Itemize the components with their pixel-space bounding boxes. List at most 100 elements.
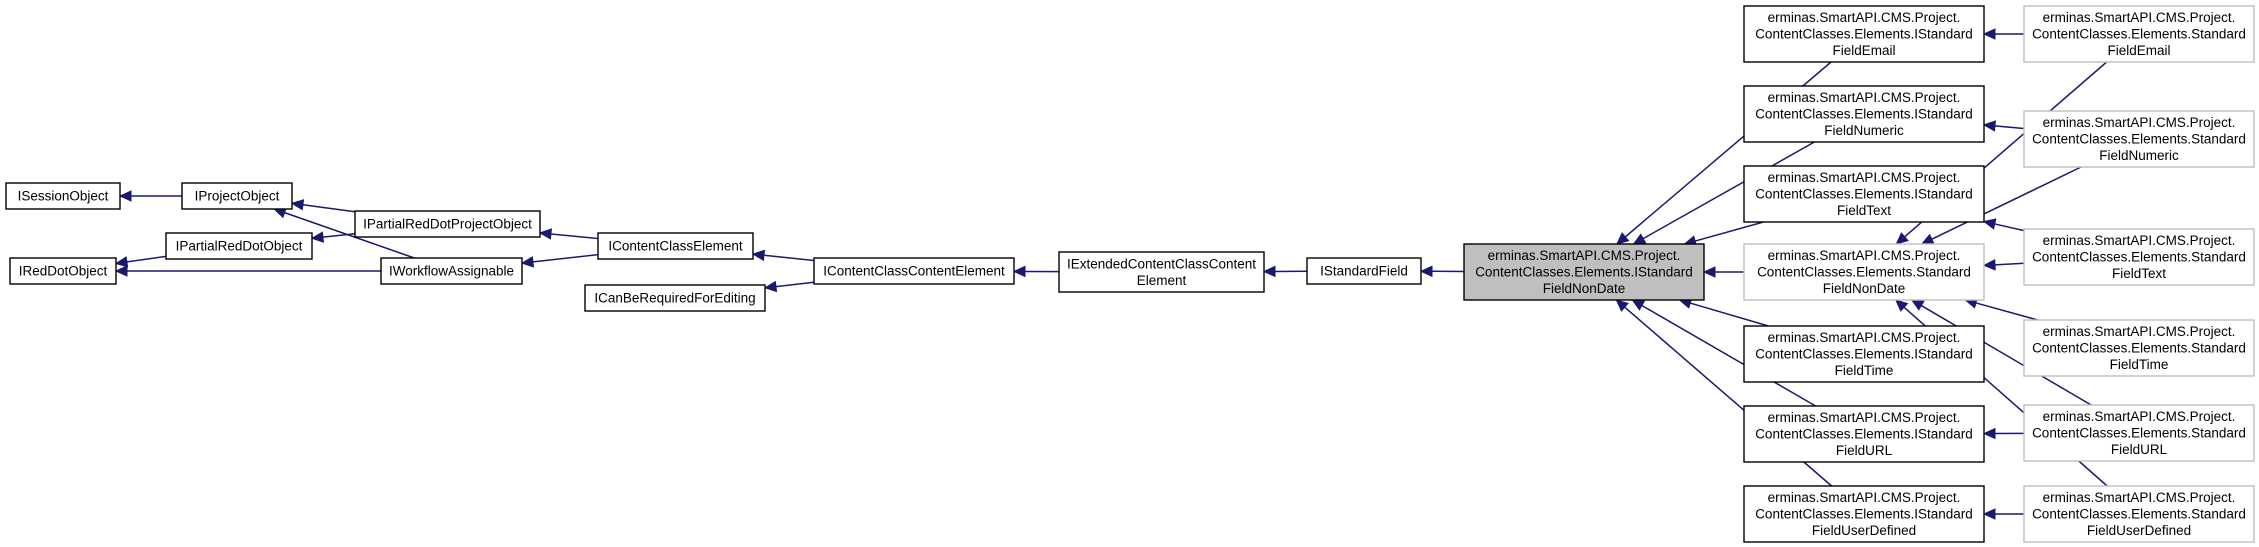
- inheritance-edge: [114, 255, 167, 268]
- class-name-line: ContentClasses.Elements.IStandard: [1475, 265, 1693, 280]
- class-box: [5, 182, 121, 210]
- class-name-line: FieldNonDate: [1543, 281, 1626, 296]
- inheritance-edge: [751, 249, 815, 262]
- class-node-standardfielduserdefined[interactable]: erminas.SmartAPI.CMS.Project.ContentClas…: [2023, 485, 2255, 543]
- class-node-standardfieldurl[interactable]: erminas.SmartAPI.CMS.Project.ContentClas…: [2023, 404, 2255, 462]
- edge-arrowhead: [1982, 218, 1997, 230]
- class-node-icanberequiredforediting[interactable]: ICanBeRequiredForEditing: [584, 284, 766, 312]
- class-name-line: erminas.SmartAPI.CMS.Project.: [1768, 490, 1961, 505]
- class-name-line: FieldUserDefined: [1812, 523, 1916, 538]
- edge-arrowhead: [1982, 28, 1996, 40]
- class-name-line: FieldNumeric: [1824, 123, 1904, 138]
- edge-arrowhead: [114, 256, 129, 268]
- inheritance-edge: [1419, 265, 1465, 278]
- class-name-line: FieldText: [2112, 266, 2166, 281]
- class-node-ipartialreddotobject[interactable]: IPartialRedDotObject: [165, 232, 313, 260]
- edge-arrowhead: [1262, 265, 1276, 278]
- class-name-line: FieldNumeric: [2099, 148, 2179, 163]
- class-name-line: erminas.SmartAPI.CMS.Project.: [2043, 490, 2236, 505]
- class-node-standardfieldtime[interactable]: erminas.SmartAPI.CMS.Project.ContentClas…: [2023, 319, 2255, 377]
- class-box: [2023, 404, 2255, 462]
- edge-line: [1641, 304, 1816, 407]
- class-box: [1743, 85, 1985, 143]
- edge-line: [1694, 221, 1764, 242]
- class-name-line: erminas.SmartAPI.CMS.Project.: [1768, 410, 1961, 425]
- class-box: [2023, 485, 2255, 543]
- inheritance-edge: [520, 253, 599, 268]
- inheritance-edge: [1702, 266, 1744, 278]
- inheritance-edge: [1982, 259, 2025, 271]
- class-box: [1306, 257, 1422, 285]
- edge-arrowhead: [1616, 232, 1630, 245]
- edge-line: [763, 254, 815, 262]
- edge-line: [1975, 302, 2038, 321]
- class-node-standardfieldnondate[interactable]: erminas.SmartAPI.CMS.Project. ContentClas…: [1743, 243, 1985, 301]
- class-node-icontentclasselement[interactable]: IContentClassElement: [597, 232, 754, 260]
- edge-arrowhead: [1920, 233, 1935, 245]
- class-node-istandardfieldnondate[interactable]: erminas.SmartAPI.CMS.Project. ContentClas…: [1463, 243, 1705, 301]
- class-name-line: FieldURL: [2111, 442, 2168, 457]
- edge-line: [1994, 223, 2025, 232]
- edge-arrowhead: [1982, 427, 1996, 440]
- edge-arrowhead: [1982, 120, 1996, 132]
- edge-line: [302, 204, 356, 213]
- edge-arrowhead: [118, 190, 132, 202]
- class-node-standardfieldnumeric[interactable]: erminas.SmartAPI.CMS.Project.ContentClas…: [2023, 110, 2255, 168]
- class-name-line: IContentClassContentElement: [823, 264, 1005, 279]
- edge-arrowhead: [1615, 299, 1629, 312]
- class-node-standardfieldtext[interactable]: erminas.SmartAPI.CMS.Project.ContentClas…: [2023, 228, 2255, 286]
- class-name-line: ContentClasses.Elements.Standard: [1757, 265, 1971, 280]
- class-name-line: ICanBeRequiredForEditing: [594, 291, 755, 306]
- class-name-line: erminas.SmartAPI.CMS.Project.: [1768, 170, 1961, 185]
- class-name-line: ContentClasses.Elements.IStandard: [1755, 27, 1973, 42]
- class-node-istandardfielduserdefined[interactable]: erminas.SmartAPI.CMS.Project.ContentClas…: [1743, 485, 1985, 543]
- class-box: [1058, 251, 1265, 293]
- class-name-line: IRedDotObject: [19, 264, 108, 279]
- class-name-line: FieldUserDefined: [2087, 523, 2191, 538]
- class-node-istandardfieldemail[interactable]: erminas.SmartAPI.CMS.Project.ContentClas…: [1743, 5, 1985, 63]
- class-name-line: ISessionObject: [18, 189, 109, 204]
- edge-line: [322, 233, 356, 238]
- class-name-line: FieldEmail: [1832, 43, 1895, 58]
- class-box: [1463, 243, 1705, 301]
- edge-arrowhead: [1632, 233, 1647, 245]
- class-box: [181, 182, 293, 210]
- class-name-line: erminas.SmartAPI.CMS.Project.: [1768, 248, 1961, 263]
- class-node-standardfieldemail[interactable]: erminas.SmartAPI.CMS.Project.ContentClas…: [2023, 5, 2255, 63]
- class-node-istandardfieldtime[interactable]: erminas.SmartAPI.CMS.Project.ContentClas…: [1743, 325, 1985, 383]
- class-node-isessionobject[interactable]: ISessionObject: [5, 182, 121, 210]
- inheritance-edge: [310, 231, 356, 243]
- class-name-line: erminas.SmartAPI.CMS.Project.: [1768, 90, 1961, 105]
- class-node-istandardfieldnumeric[interactable]: erminas.SmartAPI.CMS.Project.ContentClas…: [1743, 85, 1985, 143]
- inheritance-edge: [1683, 221, 1764, 247]
- edge-arrowhead: [520, 256, 535, 268]
- inheritance-edge: [538, 228, 599, 240]
- class-node-iworkflowassignable[interactable]: IWorkflowAssignable: [380, 257, 523, 285]
- class-name-line: FieldNonDate: [1823, 281, 1906, 296]
- edge-line: [126, 255, 167, 263]
- edge-line: [1642, 141, 1815, 240]
- inheritance-edge: [1982, 427, 2025, 440]
- class-node-iprojectobject[interactable]: IProjectObject: [181, 182, 293, 210]
- class-name-line: erminas.SmartAPI.CMS.Project.: [2043, 233, 2236, 248]
- class-name-line: erminas.SmartAPI.CMS.Project.: [2043, 409, 2236, 424]
- inheritance-edge: [114, 265, 381, 277]
- class-name-line: erminas.SmartAPI.CMS.Project.: [1488, 248, 1681, 263]
- class-node-istandardfieldtext[interactable]: erminas.SmartAPI.CMS.Project.ContentClas…: [1743, 165, 1985, 223]
- class-node-istandardfieldurl[interactable]: erminas.SmartAPI.CMS.Project.ContentClas…: [1743, 405, 1985, 463]
- edge-arrowhead: [1894, 299, 1909, 312]
- edge-arrowhead: [1631, 299, 1646, 311]
- class-node-ireddotobject[interactable]: IRedDotObject: [9, 257, 117, 285]
- edge-arrowhead: [763, 280, 778, 293]
- class-name-line: erminas.SmartAPI.CMS.Project.: [2043, 115, 2236, 130]
- class-box: [1743, 5, 1985, 63]
- class-box: [2023, 110, 2255, 168]
- edge-arrowhead: [1012, 265, 1026, 278]
- class-box: [1743, 405, 1985, 463]
- class-node-istandardfield[interactable]: IStandardField: [1306, 257, 1422, 285]
- class-node-ipartialreddotprojectobject[interactable]: IPartialRedDotProjectObject: [354, 210, 541, 238]
- class-node-icontentclasscontentelement[interactable]: IContentClassContentElement: [813, 257, 1015, 285]
- edge-line: [284, 211, 415, 259]
